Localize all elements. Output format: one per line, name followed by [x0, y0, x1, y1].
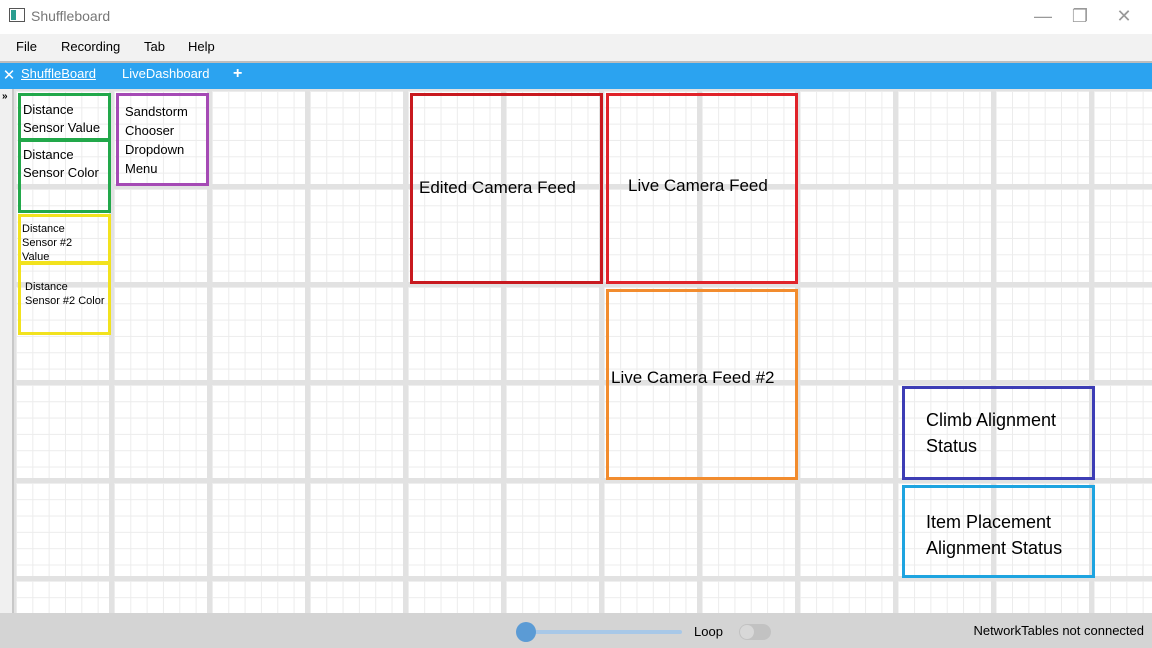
add-tab-icon[interactable]: +: [233, 65, 243, 82]
loop-label: Loop: [694, 624, 723, 639]
status-bar: Loop NetworkTables not connected: [0, 613, 1152, 648]
menu-file[interactable]: File: [16, 39, 37, 54]
widget-distance-sensor-color[interactable]: Distance Sensor Color: [18, 139, 111, 213]
title-bar: Shuffleboard — ❐ ✕: [0, 0, 1152, 34]
widget-label: Live Camera Feed: [628, 176, 768, 195]
widget-label-line: Alignment Status: [926, 538, 1063, 558]
playback-slider-thumb[interactable]: [516, 622, 536, 642]
app-icon: [9, 8, 25, 22]
tab-livedashboard[interactable]: LiveDashboard: [122, 66, 210, 81]
tab-bar: ✕ ShuffleBoard LiveDashboard +: [0, 63, 1152, 89]
widget-climb-alignment-status[interactable]: Climb Alignment Status: [902, 386, 1095, 480]
widget-distance-sensor-2-value[interactable]: Distance Sensor #2 Value: [18, 214, 111, 264]
widget-item-placement-alignment-status[interactable]: Item Placement Alignment Status: [902, 485, 1095, 578]
close-window-button[interactable]: ✕: [1116, 6, 1132, 26]
menu-bar: File Recording Tab Help: [0, 34, 1152, 61]
widget-label-line: Dropdown: [125, 142, 185, 157]
widget-label-line: Sensor #2 Color: [25, 295, 105, 307]
widget-distance-sensor-value[interactable]: Distance Sensor Value: [18, 93, 111, 141]
menu-tab[interactable]: Tab: [144, 39, 165, 54]
widget-sandstorm-chooser[interactable]: Sandstorm Chooser Dropdown Menu: [116, 93, 209, 186]
widget-live-camera-feed[interactable]: Live Camera Feed: [606, 93, 798, 284]
widget-label-line: Status: [926, 436, 978, 456]
widget-label-line: Chooser: [125, 123, 175, 138]
close-tab-icon[interactable]: ✕: [2, 67, 16, 84]
network-status: NetworkTables not connected: [973, 623, 1144, 638]
widget-label-line: Distance: [23, 102, 74, 117]
widget-label-line: Distance: [25, 281, 68, 293]
widget-live-camera-feed-2[interactable]: Live Camera Feed #2: [606, 289, 798, 480]
widget-label-line: Climb Alignment: [926, 410, 1057, 430]
widget-label-line: Distance: [22, 223, 65, 235]
widget-edited-camera-feed[interactable]: Edited Camera Feed: [410, 93, 603, 284]
minimize-button[interactable]: —: [1034, 6, 1052, 26]
widget-label-line: Distance: [23, 147, 74, 162]
widget-label: Edited Camera Feed: [419, 178, 576, 197]
menu-help[interactable]: Help: [188, 39, 215, 54]
widget-distance-sensor-2-color[interactable]: Distance Sensor #2 Color: [18, 262, 111, 335]
widget-label-line: Sensor #2: [22, 237, 73, 249]
widget-label: Live Camera Feed #2: [611, 368, 775, 387]
dashboard-grid[interactable]: [14, 89, 1152, 613]
maximize-button[interactable]: ❐: [1071, 6, 1089, 26]
widget-label-line: Sensor Value: [23, 120, 101, 135]
window-title: Shuffleboard: [31, 8, 111, 24]
menu-divider: [0, 61, 1152, 63]
widget-label-line: Sandstorm: [125, 104, 188, 119]
expand-panel-icon[interactable]: »: [2, 91, 8, 102]
widget-label-line: Sensor Color: [23, 165, 99, 180]
menu-recording[interactable]: Recording: [61, 39, 121, 54]
tab-shuffleboard[interactable]: ShuffleBoard: [21, 66, 96, 81]
loop-toggle[interactable]: [739, 624, 771, 640]
widget-label-line: Menu: [125, 161, 158, 176]
widget-label-line: Value: [22, 251, 50, 263]
widget-label-line: Item Placement: [926, 512, 1052, 532]
playback-slider-track[interactable]: [524, 630, 682, 634]
side-panel: »: [0, 89, 14, 613]
